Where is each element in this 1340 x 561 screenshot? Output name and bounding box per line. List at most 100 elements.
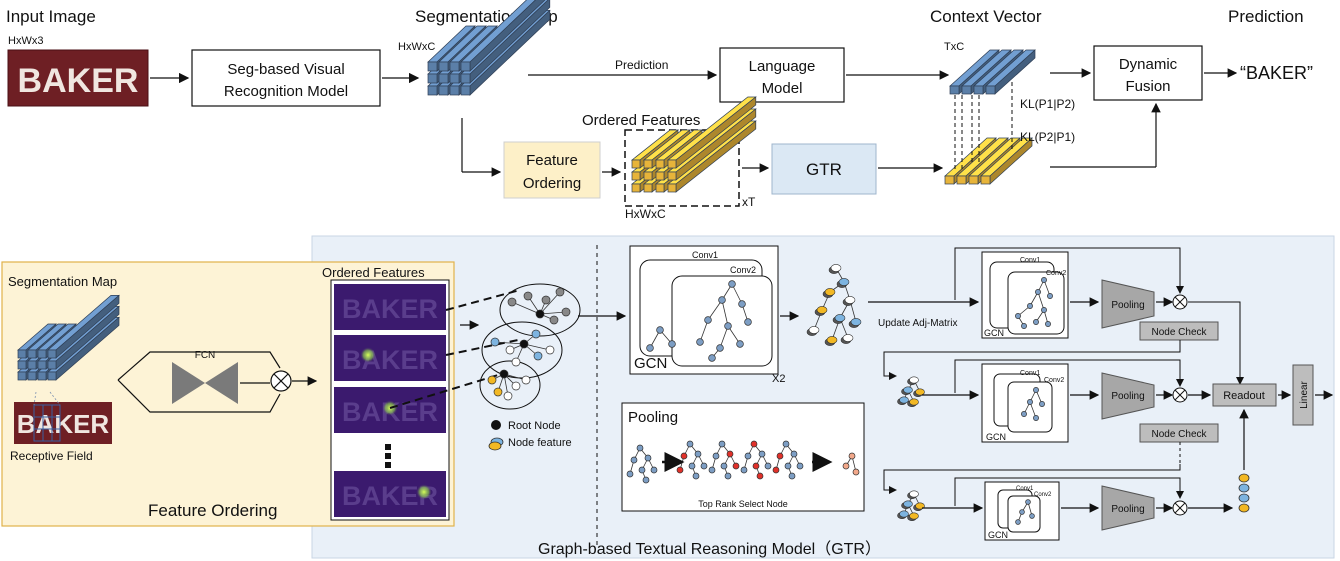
svg-text:Fusion: Fusion <box>1125 78 1170 95</box>
svg-text:Recognition Model: Recognition Model <box>224 83 348 100</box>
node-feature-tree <box>806 264 862 346</box>
svg-text:GCN: GCN <box>988 530 1008 540</box>
svg-text:Conv1: Conv1 <box>1016 486 1034 492</box>
gcn-stage-3: Conv1 Conv2 GCN <box>984 481 1060 541</box>
multiply-1 <box>1172 294 1188 310</box>
legend-root-node: Root Node <box>508 420 561 432</box>
node-check-1: Node Check <box>1139 321 1219 341</box>
seg-visual-recognition-box: Seg-based Visual Recognition Model <box>191 49 381 107</box>
legend-node-feature-icon <box>488 437 504 451</box>
svg-text:BAKER: BAKER <box>17 409 110 439</box>
gtr-panel-title: Graph-based Textual Reasoning Model（GTR） <box>538 540 881 558</box>
node-check-2: Node Check <box>1139 423 1219 443</box>
segmentation-map-cubes <box>427 0 551 96</box>
svg-text:Language: Language <box>749 58 816 75</box>
readout-box: Readout <box>1212 383 1277 407</box>
stage2-input-tree <box>897 376 925 407</box>
label-kl2: KL(P2|P1) <box>1020 130 1075 144</box>
header-input-image: Input Image <box>6 7 96 26</box>
receptive-field-image: BAKER <box>14 391 112 444</box>
label-prediction-arrow: Prediction <box>615 58 668 72</box>
feature-ordering-box: Feature Ordering <box>503 141 601 199</box>
gcn-stage-1: Conv1 Conv2 GCN <box>981 251 1069 339</box>
svg-text:Pooling: Pooling <box>1111 504 1144 515</box>
graph-clusters <box>479 283 581 410</box>
multiply-2 <box>1172 387 1188 403</box>
svg-text:Conv2: Conv2 <box>1044 377 1064 384</box>
svg-text:Conv2: Conv2 <box>1034 492 1052 498</box>
label-kl1: KL(P1|P2) <box>1020 97 1075 111</box>
skip-line-3 <box>954 477 1184 506</box>
fo-seg-map-cubes <box>17 294 120 381</box>
dim-ctx: TxC <box>944 41 964 53</box>
to-readout-1 <box>1188 301 1244 385</box>
tile-1: BAKER <box>334 284 446 330</box>
legend-node-feature: Node feature <box>508 437 572 449</box>
header-prediction: Prediction <box>1228 7 1304 26</box>
dim-ordered: HxWxC <box>625 207 666 221</box>
tile-2: BAKER <box>334 335 446 381</box>
context-vector-cubes-blue <box>949 49 1036 95</box>
skip-line-2 <box>954 359 1184 393</box>
dim-seg: HxWxC <box>398 41 435 53</box>
pooling-stage-1: Pooling <box>1101 279 1155 329</box>
dim-input: HxWx3 <box>8 35 43 47</box>
pooling-explanation-box: Pooling Top Rank Select Node <box>621 402 865 512</box>
svg-text:GCN: GCN <box>634 355 667 372</box>
pooling-stage-2: Pooling <box>1101 372 1155 420</box>
fcn-block: FCN <box>117 350 318 413</box>
context-vector-cubes-gold <box>944 137 1033 185</box>
svg-text:Conv2: Conv2 <box>1046 270 1066 277</box>
svg-text:Seg-based Visual: Seg-based Visual <box>227 61 344 78</box>
svg-text:Feature: Feature <box>526 152 578 169</box>
svg-text:GTR: GTR <box>806 160 842 179</box>
legend-root-node-dot <box>491 420 501 430</box>
fo-ordered-features-label: Ordered Features <box>322 265 425 280</box>
svg-text:Linear: Linear <box>1299 380 1310 408</box>
skip-line-1 <box>954 247 1184 300</box>
svg-text:Pooling: Pooling <box>628 409 678 426</box>
tile-3: BAKER <box>334 387 446 433</box>
input-word: BAKER <box>18 62 139 100</box>
output-node-stack <box>1238 473 1250 513</box>
label-update-adj: Update Adj-Matrix <box>878 318 957 329</box>
fo-seg-map-label: Segmentation Map <box>8 274 117 289</box>
svg-text:BAKER: BAKER <box>342 345 438 375</box>
svg-text:Ordering: Ordering <box>523 175 581 192</box>
pooling-stage-3: Pooling <box>1101 485 1155 531</box>
ordered-feature-tiles: BAKER BAKER BAKER BAKER <box>330 279 450 521</box>
return-line-1 <box>883 340 1181 380</box>
gcn-stage-2: Conv1 Conv2 GCN <box>981 363 1069 443</box>
ellipsis-dots <box>385 444 391 468</box>
svg-text:Pooling: Pooling <box>1111 300 1144 311</box>
fcn-label: FCN <box>195 350 216 361</box>
svg-text:BAKER: BAKER <box>342 294 438 324</box>
svg-text:Conv1: Conv1 <box>692 250 718 260</box>
svg-text:GCN: GCN <box>984 328 1004 338</box>
dim-times-t: xT <box>742 195 756 209</box>
feature-ordering-title: Feature Ordering <box>148 501 277 520</box>
multiply-3 <box>1172 500 1188 516</box>
ordered-features-cubes <box>630 96 757 193</box>
header-context-vector: Context Vector <box>930 7 1042 26</box>
output-prediction: “BAKER” <box>1240 63 1313 83</box>
gcn-block-main: Conv1 Conv2 GCN <box>629 245 779 375</box>
svg-text:Conv1: Conv1 <box>1020 257 1040 264</box>
svg-text:Conv1: Conv1 <box>1020 370 1040 377</box>
linear-box: Linear <box>1292 364 1314 426</box>
svg-text:GCN: GCN <box>986 432 1006 442</box>
gtr-box: GTR <box>771 143 877 195</box>
svg-text:Node Check: Node Check <box>1151 327 1207 338</box>
context-vector-dashes <box>954 82 1013 172</box>
svg-text:Conv2: Conv2 <box>730 265 756 275</box>
svg-text:Top Rank Select Node: Top Rank Select Node <box>698 499 788 509</box>
label-ordered-features: Ordered Features <box>582 112 700 129</box>
receptive-field-label: Receptive Field <box>10 449 93 463</box>
svg-text:Node Check: Node Check <box>1151 429 1207 440</box>
input-image: BAKER <box>7 49 149 107</box>
svg-text:Pooling: Pooling <box>1111 391 1144 402</box>
svg-text:Model: Model <box>762 80 803 97</box>
svg-text:Dynamic: Dynamic <box>1119 56 1178 73</box>
svg-text:Readout: Readout <box>1223 390 1265 402</box>
